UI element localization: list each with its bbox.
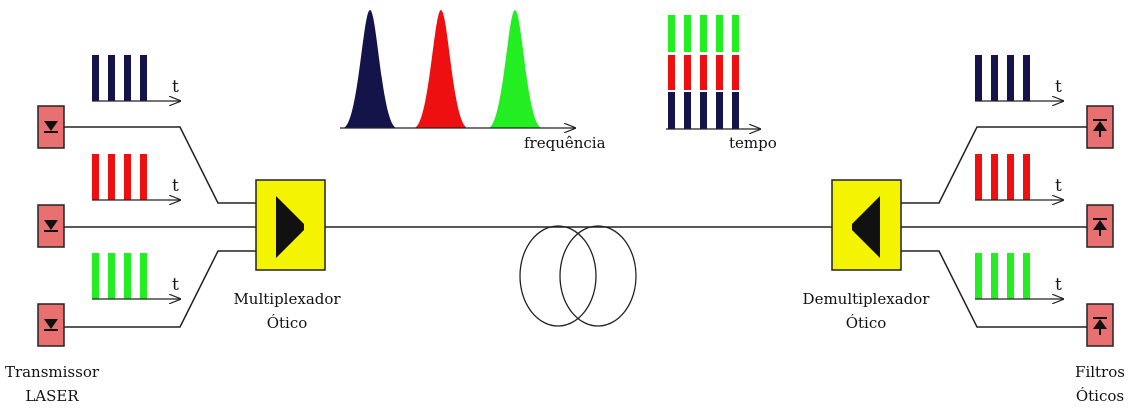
pulse-train-blue-left [92, 55, 180, 101]
mux-label-line2: Ótico [267, 314, 308, 332]
mux-label-line1: Multiplexador [233, 290, 341, 308]
optical-filter-middle [1086, 204, 1114, 248]
fiber-coil-icon [519, 225, 637, 327]
time-axis-label: tempo [729, 134, 777, 152]
time-multiplex-chart [666, 15, 760, 129]
prism-icon [276, 196, 304, 258]
frequency-axis-label: frequência [524, 134, 606, 152]
right-fibers [901, 126, 1087, 328]
t-label: t [172, 176, 179, 196]
pulse-train-red-right [975, 154, 1063, 200]
transmitter-bottom [37, 303, 65, 347]
pulse-train-red-left [92, 154, 180, 200]
pulse-train-green-right [975, 253, 1063, 299]
spectrum-peak-blue [343, 10, 397, 128]
transmitter-middle [37, 204, 65, 248]
optical-filter-top [1086, 105, 1114, 149]
optical-filter-bottom [1086, 303, 1114, 347]
prism-icon [852, 196, 880, 258]
t-label: t [1055, 77, 1062, 97]
demux-label-line1: Demultiplexador [803, 290, 931, 308]
pulse-train-blue-right [975, 55, 1063, 101]
t-label: t [172, 275, 179, 295]
filters-label-line1: Filtros [1075, 363, 1125, 381]
t-label: t [172, 77, 179, 97]
filters-label-line2: Óticos [1076, 387, 1124, 405]
demux-label-line2: Ótico [846, 314, 887, 332]
demultiplexer-box [831, 179, 902, 271]
t-label: t [1055, 176, 1062, 196]
spectrum-peak-green [488, 10, 542, 128]
frequency-spectrum [340, 10, 575, 128]
spectrum-peak-red [414, 10, 468, 128]
left-fibers [64, 126, 256, 328]
transmitter-label-line1: Transmissor [5, 363, 100, 381]
transmitter-label-line2: LASER [25, 387, 79, 405]
transmitter-top [37, 105, 65, 149]
pulse-train-green-left [92, 253, 180, 299]
multiplexer-box [255, 179, 326, 271]
t-label: t [1055, 275, 1062, 295]
